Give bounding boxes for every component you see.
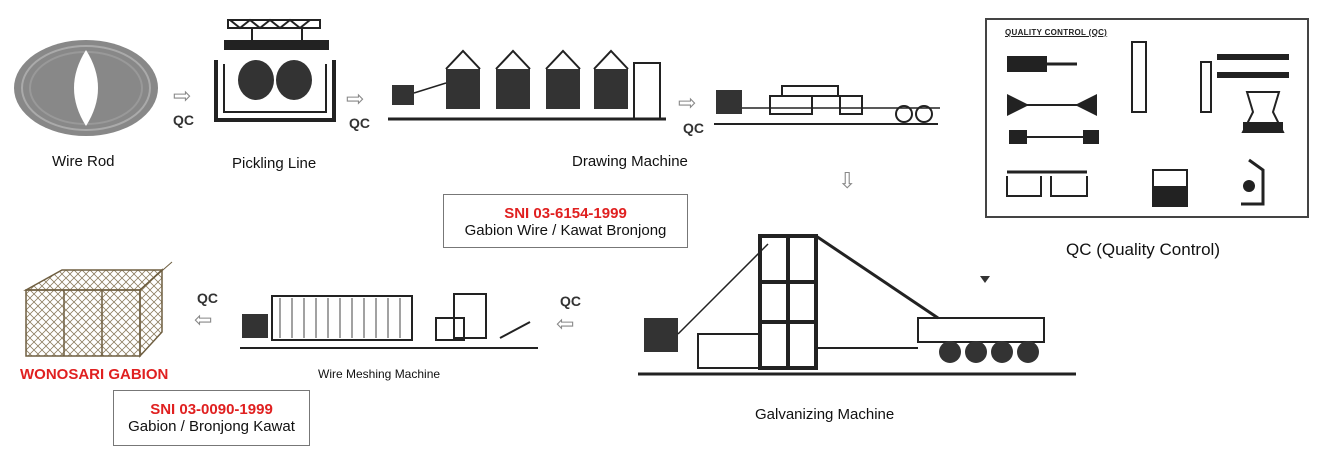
wire-standard-code: SNI 03-6154-1999	[504, 205, 627, 222]
pointer-marker-icon	[980, 276, 990, 283]
arrow-left-icon: ⇦	[194, 307, 213, 332]
wire-standard-desc: Gabion Wire / Kawat Bronjong	[464, 222, 667, 239]
arrow-down-icon: ⇩	[838, 168, 857, 193]
arrow-right-icon: ⇨	[173, 83, 192, 108]
quality-control-panel: QUALITY CONTROL (QC)	[985, 18, 1309, 218]
wire-rod-coil-image	[14, 40, 158, 136]
wire-standard-box: SNI 03-6154-1999 Gabion Wire / Kawat Bro…	[443, 194, 688, 248]
wire-winding-unit-image	[714, 85, 940, 125]
galvanizing-machine-image	[638, 234, 1076, 376]
arrow-right-icon: ⇨	[346, 86, 365, 111]
label-galvanizing-machine: Galvanizing Machine	[755, 406, 895, 423]
label-pickling-line: Pickling Line	[232, 155, 317, 172]
qc-tag: QC	[683, 120, 704, 136]
qc-instruments-image	[1006, 41, 1289, 207]
qc-tag: QC	[560, 293, 581, 309]
arrow-left-icon: ⇦	[556, 311, 575, 336]
drawing-machine-image	[388, 49, 666, 121]
qc-tag: QC	[173, 112, 194, 128]
label-drawing-machine: Drawing Machine	[572, 153, 688, 170]
wire-meshing-machine-image	[240, 293, 538, 349]
qc-tag: QC	[197, 290, 218, 306]
qc-tag: QC	[349, 115, 370, 131]
gabion-basket-image	[23, 261, 173, 358]
qc-panel-title: QUALITY CONTROL (QC)	[1005, 28, 1108, 37]
label-wire-meshing-machine: Wire Meshing Machine	[318, 367, 441, 381]
gabion-standard-box: SNI 03-0090-1999 Gabion / Bronjong Kawat	[113, 390, 310, 446]
brand-name: WONOSARI GABION	[20, 366, 169, 383]
pickling-line-image	[214, 18, 336, 122]
arrow-right-icon: ⇨	[678, 90, 697, 115]
gabion-standard-code: SNI 03-0090-1999	[150, 401, 273, 418]
label-quality-control: QC (Quality Control)	[1066, 240, 1220, 259]
gabion-standard-desc: Gabion / Bronjong Kawat	[128, 418, 295, 435]
label-wire-rod: Wire Rod	[52, 153, 115, 170]
